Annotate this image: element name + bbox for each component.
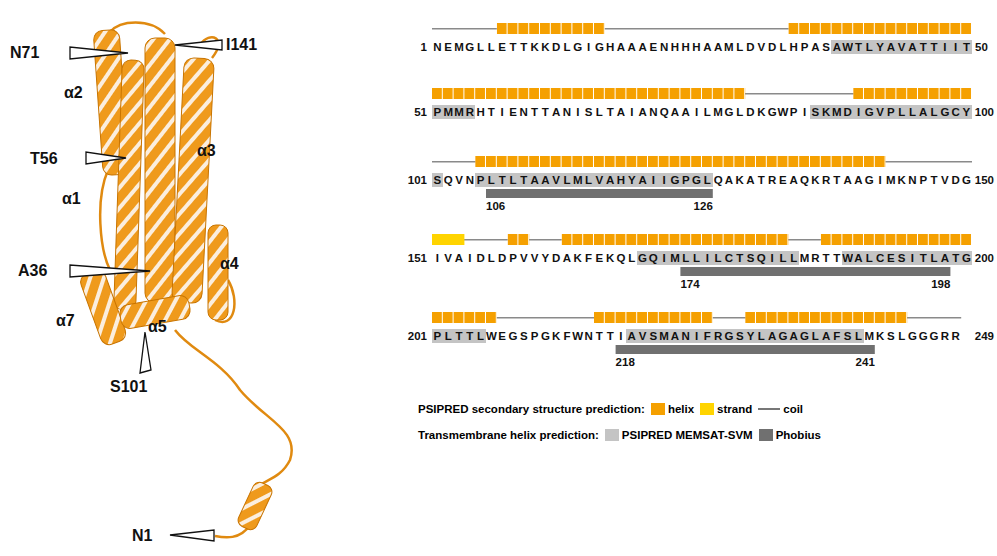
residue-number: 1 [421, 40, 427, 54]
callout-label: α7 [56, 312, 75, 330]
sequence-line: IVAIDLDPVVYDAKFEKQLGQIMLLILCTSQILLMRTTWA… [432, 251, 972, 265]
tm-end: 198 [931, 277, 950, 291]
legend-swatch [651, 403, 665, 415]
residue-number: 201 [408, 329, 427, 343]
legend-text: coil [783, 403, 803, 415]
helix-bar [497, 23, 605, 34]
callout-label: α5 [148, 318, 167, 336]
protein-ribbon [0, 0, 420, 556]
legend-row: PSIPRED secondary structure prediction: h… [418, 403, 803, 415]
tm-start: 106 [486, 199, 505, 213]
callout-label: N1 [132, 527, 152, 545]
pointer-wedges [70, 40, 222, 541]
legend-swatch [605, 429, 619, 441]
tm-start: 174 [680, 277, 699, 291]
helix-bar [853, 88, 972, 99]
tm-bar [486, 189, 713, 198]
callout-label: I141 [226, 36, 257, 54]
legend-text: helix [668, 403, 694, 415]
legend-line [758, 408, 780, 410]
helix-bar [788, 23, 972, 34]
legend-swatch [700, 403, 714, 415]
residue-number: 151 [408, 251, 427, 265]
callout-label: N71 [10, 44, 39, 62]
residue-number: 200 [975, 251, 994, 265]
strand-bar [432, 234, 464, 245]
residue-number: 51 [414, 105, 427, 119]
sequence-line: PLTTLWEGSPGKFWNTTIAVSMANIFRGSYLAGAGLAFSL… [432, 329, 961, 343]
residue-number: 101 [408, 173, 427, 187]
sequence-line: PMMRHTIENTTANISLTAIANQAAILMGLDKGWPISKMDI… [432, 105, 972, 119]
residue-number: 249 [975, 329, 994, 343]
legend-heading: Transmembrane helix prediction: [418, 429, 599, 441]
residue-number: 50 [975, 40, 988, 54]
legend-text: strand [717, 403, 752, 415]
residue-number: 150 [975, 173, 994, 187]
loops [100, 23, 292, 538]
legend-text: PSIPRED MEMSAT-SVM [622, 429, 753, 441]
tm-end: 126 [694, 199, 713, 213]
callout-label: T56 [30, 150, 58, 168]
helix-bar [475, 156, 885, 167]
callout-label: A36 [18, 262, 47, 280]
tm-start: 218 [616, 355, 635, 369]
helix-bar [821, 234, 972, 245]
legend-text: Phobius [776, 429, 821, 441]
helices [78, 29, 274, 532]
tm-bar [680, 267, 950, 276]
callout-label: α2 [64, 84, 83, 102]
sequence-line: NEMGLLETTKKDLGIGHAAAENHHHAAMLDVDLHPASAWT… [432, 40, 972, 54]
sequence-line: SQVNPLTLTAAVLMLVAHYAIIGPGLQAKATREAQKRTAA… [432, 173, 972, 187]
helix-bar [508, 234, 530, 245]
callout-label: α1 [62, 190, 81, 208]
legend-row: Transmembrane helix prediction: PSIPRED M… [418, 429, 821, 441]
callout-label: α4 [220, 255, 239, 273]
legend-swatch [759, 429, 773, 441]
residue-number: 100 [975, 105, 994, 119]
helix-bar [432, 312, 497, 323]
callout-label: α3 [197, 142, 216, 160]
helix-bar [745, 312, 907, 323]
legend-heading: PSIPRED secondary structure prediction: [418, 403, 645, 415]
helix-bar [562, 234, 789, 245]
helix-bar [594, 312, 713, 323]
tm-end: 241 [856, 355, 875, 369]
helix-bar [432, 88, 745, 99]
callout-label: S101 [110, 378, 147, 396]
tm-bar [616, 345, 875, 354]
